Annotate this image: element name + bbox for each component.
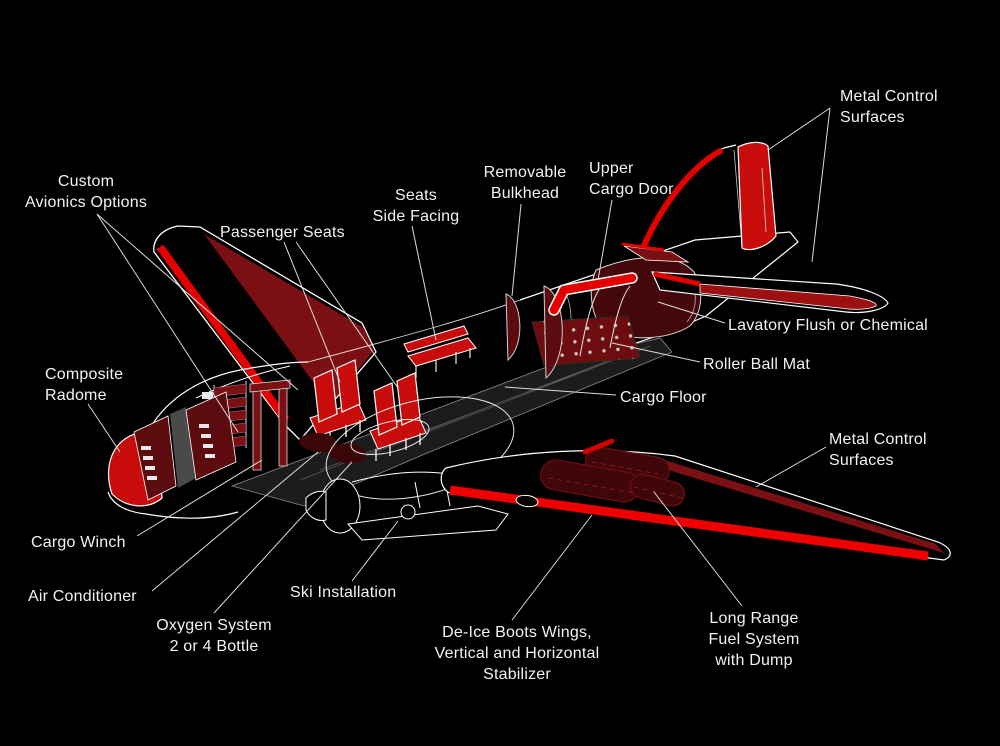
engine-nacelle (305, 396, 515, 534)
leader-passenger-seats-a (283, 241, 341, 383)
tail-fin (640, 144, 737, 253)
leader-roller-ball-mat (611, 342, 701, 363)
ski (347, 479, 509, 541)
label-upper-cargo-door: Upper Cargo Door (589, 160, 674, 198)
label-lavatory-flush-or-chemical: Lavatory Flush or Chemical (728, 317, 928, 334)
label-passenger-seats: Passenger Seats (220, 224, 345, 241)
leader-long-range-fuel (653, 491, 743, 607)
label-removable-bulkhead: Removable Bulkhead (483, 164, 567, 202)
label-metal-control-surfaces-top: Metal Control Surfaces (840, 88, 938, 126)
leader-de-ice-boots (511, 514, 593, 621)
far-wing-panel (204, 234, 374, 405)
air-conditioner-unit (298, 432, 338, 453)
leader-oxygen-system (213, 461, 353, 614)
instrument-panels (133, 391, 237, 501)
far-wing-deice-stripe (156, 244, 290, 423)
label-metal-control-surfaces-right: Metal Control Surfaces (829, 431, 927, 469)
leader-metal-control-top-b (811, 107, 831, 263)
label-roller-ball-mat: Roller Ball Mat (703, 356, 811, 373)
leader-upper-cargo-door (597, 199, 613, 281)
leader-composite-radome (87, 403, 121, 453)
label-de-ice-boots: De-Ice Boots Wings, Vertical and Horizon… (434, 624, 600, 683)
leader-metal-control-right (755, 446, 827, 488)
leader-air-conditioner (151, 451, 319, 592)
cargo-winch-frame (249, 379, 291, 471)
leader-lavatory (657, 301, 726, 324)
label-cargo-winch: Cargo Winch (31, 534, 126, 551)
horizontal-stabilizer (651, 271, 889, 314)
label-cargo-floor: Cargo Floor (620, 389, 707, 406)
leader-removable-bulkhead (511, 203, 522, 297)
leader-passenger-seats-b (295, 241, 399, 389)
leader-seats-side-facing (411, 225, 437, 341)
side-facing-bench (403, 325, 477, 378)
fuel-tanks (540, 438, 686, 507)
label-composite-radome: Composite Radome (45, 366, 124, 404)
label-air-conditioner: Air Conditioner (28, 588, 137, 605)
leader-custom-avionics-a (96, 213, 299, 391)
label-custom-avionics-options: Custom Avionics Options (24, 173, 148, 211)
label-seats-side-facing: Seats Side Facing (372, 187, 460, 225)
label-oxygen-system: Oxygen System 2 or 4 Bottle (156, 617, 272, 655)
aileron-strip (658, 458, 944, 553)
upper-cargo-door-frame (548, 272, 638, 357)
left-stabilizer (621, 242, 690, 263)
leader-cargo-floor (504, 386, 617, 396)
leader-lines (87, 107, 831, 621)
label-long-range-fuel-system: Long Range Fuel System with Dump (708, 610, 800, 669)
oxygen-bottles (328, 443, 367, 464)
leader-cargo-winch (136, 459, 263, 537)
elevator (699, 283, 877, 310)
label-ski-installation: Ski Installation (290, 584, 397, 601)
rudder (733, 141, 777, 251)
leader-custom-avionics-b (96, 213, 239, 433)
leader-metal-control-top-a (767, 107, 831, 151)
leader-ski-installation (351, 520, 399, 582)
